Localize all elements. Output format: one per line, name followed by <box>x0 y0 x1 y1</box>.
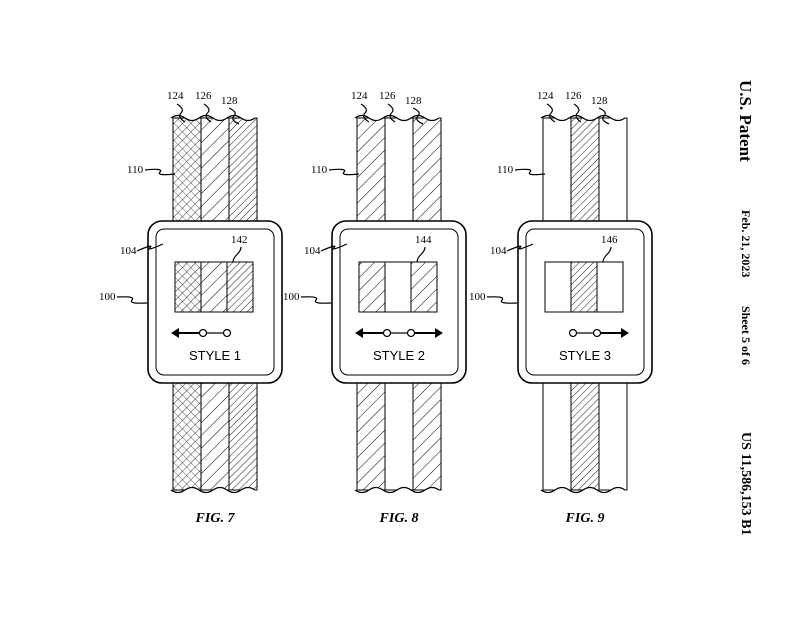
ref-numeral-display: 104 <box>304 245 321 257</box>
style-label: STYLE 1 <box>189 348 241 363</box>
figure-8: STYLE 2 FIG. 8 124 126 128 110 104 100 144 <box>283 90 467 526</box>
leader-line <box>573 103 582 123</box>
ref-numeral-display: 104 <box>120 245 137 257</box>
leader-line <box>387 103 396 123</box>
figure-label: FIG. 9 <box>565 511 605 526</box>
ref-numeral-preview: 146 <box>601 234 618 246</box>
leader-line <box>328 168 360 176</box>
leader-line <box>176 103 186 123</box>
leader-line <box>546 103 556 123</box>
strap-cut-top-edge <box>354 114 440 122</box>
leader-line <box>506 243 534 252</box>
ref-numeral-preview: 142 <box>231 234 248 246</box>
ref-numeral-band-1: 124 <box>167 90 184 102</box>
ref-numeral-band-2: 126 <box>379 90 396 102</box>
leader-line <box>486 296 518 304</box>
leader-line <box>116 296 148 304</box>
leader-line <box>412 107 424 125</box>
knob-left-icon <box>198 328 208 338</box>
preview-stripe-1 <box>358 261 386 313</box>
leader-line <box>360 103 370 123</box>
ref-numeral-device: 100 <box>283 291 300 303</box>
strap-cut-top-mask <box>171 110 259 121</box>
strap-cut-top-mask <box>541 110 629 121</box>
preview-stripe-2 <box>200 261 228 313</box>
strap-cut-bottom-mask <box>355 487 443 498</box>
preview-stripe-1 <box>544 261 572 313</box>
preview-stripe-2 <box>570 261 598 313</box>
ref-numeral-band-3: 128 <box>221 95 238 107</box>
leader-line <box>514 168 546 176</box>
figure-label: FIG. 7 <box>195 511 236 526</box>
arrow-left-icon <box>171 328 179 338</box>
ref-numeral-band-2: 126 <box>565 90 582 102</box>
ref-numeral-band-1: 124 <box>537 90 554 102</box>
leader-line <box>598 107 610 125</box>
strap-cut-bottom-edge <box>170 486 256 494</box>
preview-stripe-3 <box>410 261 438 313</box>
leader-line <box>203 103 212 123</box>
ref-numeral-device: 100 <box>469 291 486 303</box>
ref-numeral-strap: 110 <box>497 164 514 176</box>
leader-line <box>602 246 612 263</box>
strap-cut-bottom-mask <box>541 487 629 498</box>
ref-numeral-band-3: 128 <box>405 95 422 107</box>
leader-line <box>416 246 426 263</box>
strap-cut-bottom-edge <box>354 486 440 494</box>
strap-cut-bottom-edge <box>540 486 626 494</box>
strap-cut-top-edge <box>170 114 256 122</box>
ref-numeral-strap: 110 <box>311 164 328 176</box>
strap-cut-top-edge <box>540 114 626 122</box>
ref-numeral-device: 100 <box>99 291 116 303</box>
figure-9: STYLE 3 FIG. 9 124 126 128 110 104 100 146 <box>469 90 653 526</box>
leader-line <box>144 168 176 176</box>
knob-right-icon <box>406 328 416 338</box>
style-label: STYLE 3 <box>559 348 611 363</box>
ref-numeral-band-2: 126 <box>195 90 212 102</box>
arrow-right-icon <box>621 328 629 338</box>
leader-line <box>136 243 164 252</box>
ref-numeral-preview: 144 <box>415 234 432 246</box>
patent-date: Feb. 21, 2023 <box>739 210 753 277</box>
strap-cut-top-mask <box>355 110 443 121</box>
knob-right-icon <box>222 328 232 338</box>
patent-header: U.S. Patent Feb. 21, 2023 Sheet 5 of 6 U… <box>736 80 755 535</box>
ref-numeral-band-3: 128 <box>591 95 608 107</box>
arrow-right-icon <box>435 328 443 338</box>
strap-cut-bottom-mask <box>171 487 259 498</box>
preview-stripe-2 <box>384 261 412 313</box>
patent-number: US 11,586,153 B1 <box>738 432 753 535</box>
preview-stripe-3 <box>596 261 624 313</box>
leader-line <box>228 107 240 125</box>
knob-right-icon <box>592 328 602 338</box>
arrow-left-icon <box>355 328 363 338</box>
knob-left-icon <box>568 328 578 338</box>
knob-left-icon <box>382 328 392 338</box>
patent-title: U.S. Patent <box>736 80 755 162</box>
sheet-number: Sheet 5 of 6 <box>739 306 753 365</box>
ref-numeral-display: 104 <box>490 245 507 257</box>
figure-7: STYLE 1 FIG. 7 124 126 128 110 104 100 142 <box>99 90 283 526</box>
leader-line <box>232 246 242 263</box>
style-label: STYLE 2 <box>373 348 425 363</box>
ref-numeral-band-1: 124 <box>351 90 368 102</box>
ref-numeral-strap: 110 <box>127 164 144 176</box>
leader-line <box>320 243 348 252</box>
figure-label: FIG. 8 <box>379 511 419 526</box>
preview-stripe-1 <box>174 261 202 313</box>
preview-stripe-3 <box>226 261 254 313</box>
leader-line <box>300 296 332 304</box>
